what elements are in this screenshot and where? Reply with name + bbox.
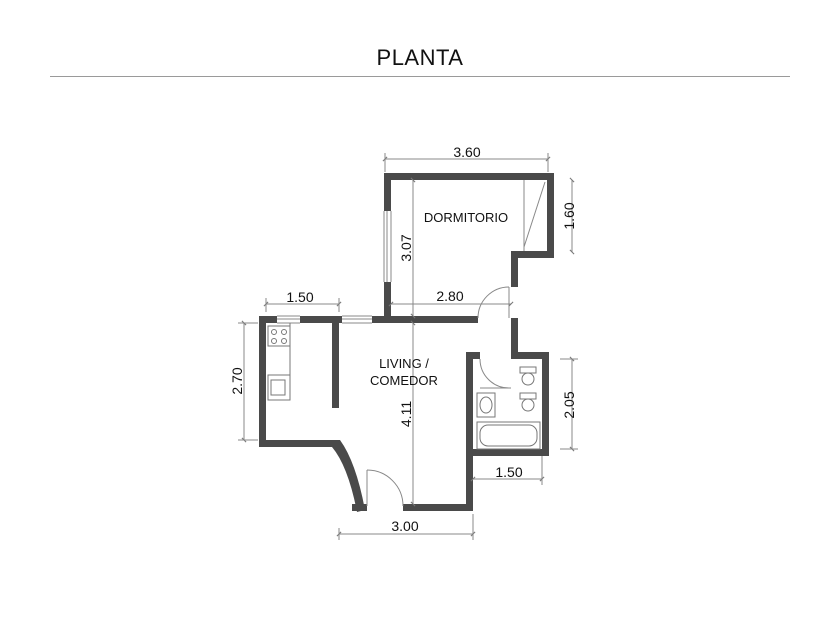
wall-bath-right	[542, 352, 549, 456]
dim-dormitorio-right-height: 1.60	[561, 202, 577, 229]
washbasin-icon	[476, 392, 496, 418]
dim-dormitorio-inner-width: 2.80	[436, 288, 463, 304]
wall-bath-top-left	[466, 352, 480, 359]
kitchen-sink-icon	[267, 374, 291, 401]
doors	[366, 180, 546, 507]
wall-dormitorio-step	[511, 251, 554, 258]
toilet-icon	[519, 366, 537, 386]
door-closet	[523, 180, 546, 251]
dimension-lines	[238, 153, 578, 540]
wall-dormitorio-right	[547, 173, 554, 258]
page-title: PLANTA	[376, 45, 464, 70]
dim-dormitorio-height: 3.07	[398, 234, 414, 261]
wall-living-bottom-right	[403, 504, 473, 511]
wall-dormitorio-left-lower	[384, 282, 391, 323]
room-label-living-line1: LIVING /	[379, 356, 429, 371]
wall-living-bottom-left	[352, 504, 367, 511]
bathtub-icon	[476, 421, 541, 450]
wall-step-vertical-upper	[511, 251, 518, 287]
door-bath	[479, 358, 511, 389]
window-living	[342, 315, 372, 324]
bidet-icon	[519, 392, 537, 412]
wall-kitchen-top-right	[300, 316, 342, 323]
fixtures	[267, 323, 541, 450]
walls	[259, 173, 554, 512]
wall-kitchen-left	[259, 316, 266, 447]
wall-bath-top-right	[511, 352, 549, 359]
door-dormitorio	[477, 286, 510, 319]
door-entry	[366, 469, 404, 507]
window-kitchen	[277, 315, 300, 324]
window-dormitorio	[383, 211, 392, 282]
dim-living-width: 3.00	[391, 518, 418, 534]
wall-dormitorio-top	[384, 173, 554, 180]
wall-dormitorio-left-upper	[384, 173, 391, 211]
wall-kitchen-bottom	[259, 440, 339, 447]
wall-kitchen-partition	[332, 318, 339, 408]
title-divider	[50, 76, 790, 77]
wall-living-top	[372, 316, 478, 323]
wall-step-vertical-lower	[511, 318, 518, 358]
dim-living-height: 4.11	[398, 401, 414, 427]
dim-bath-width: 1.50	[495, 464, 522, 480]
stove-icon	[267, 325, 291, 347]
wall-kitchen-top-left	[259, 316, 277, 323]
wall-entry-curve	[332, 440, 365, 512]
wall-bath-bottom	[466, 449, 549, 456]
windows	[277, 211, 392, 324]
dim-kitchen-width: 1.50	[286, 289, 313, 305]
dim-kitchen-height: 2.70	[229, 367, 245, 394]
room-label-living-line2: COMEDOR	[370, 373, 438, 388]
dim-bath-height: 2.05	[561, 391, 577, 418]
dim-dormitorio-width: 3.60	[453, 144, 480, 160]
room-label-dormitorio: DORMITORIO	[424, 210, 508, 225]
wall-living-right	[466, 352, 473, 511]
